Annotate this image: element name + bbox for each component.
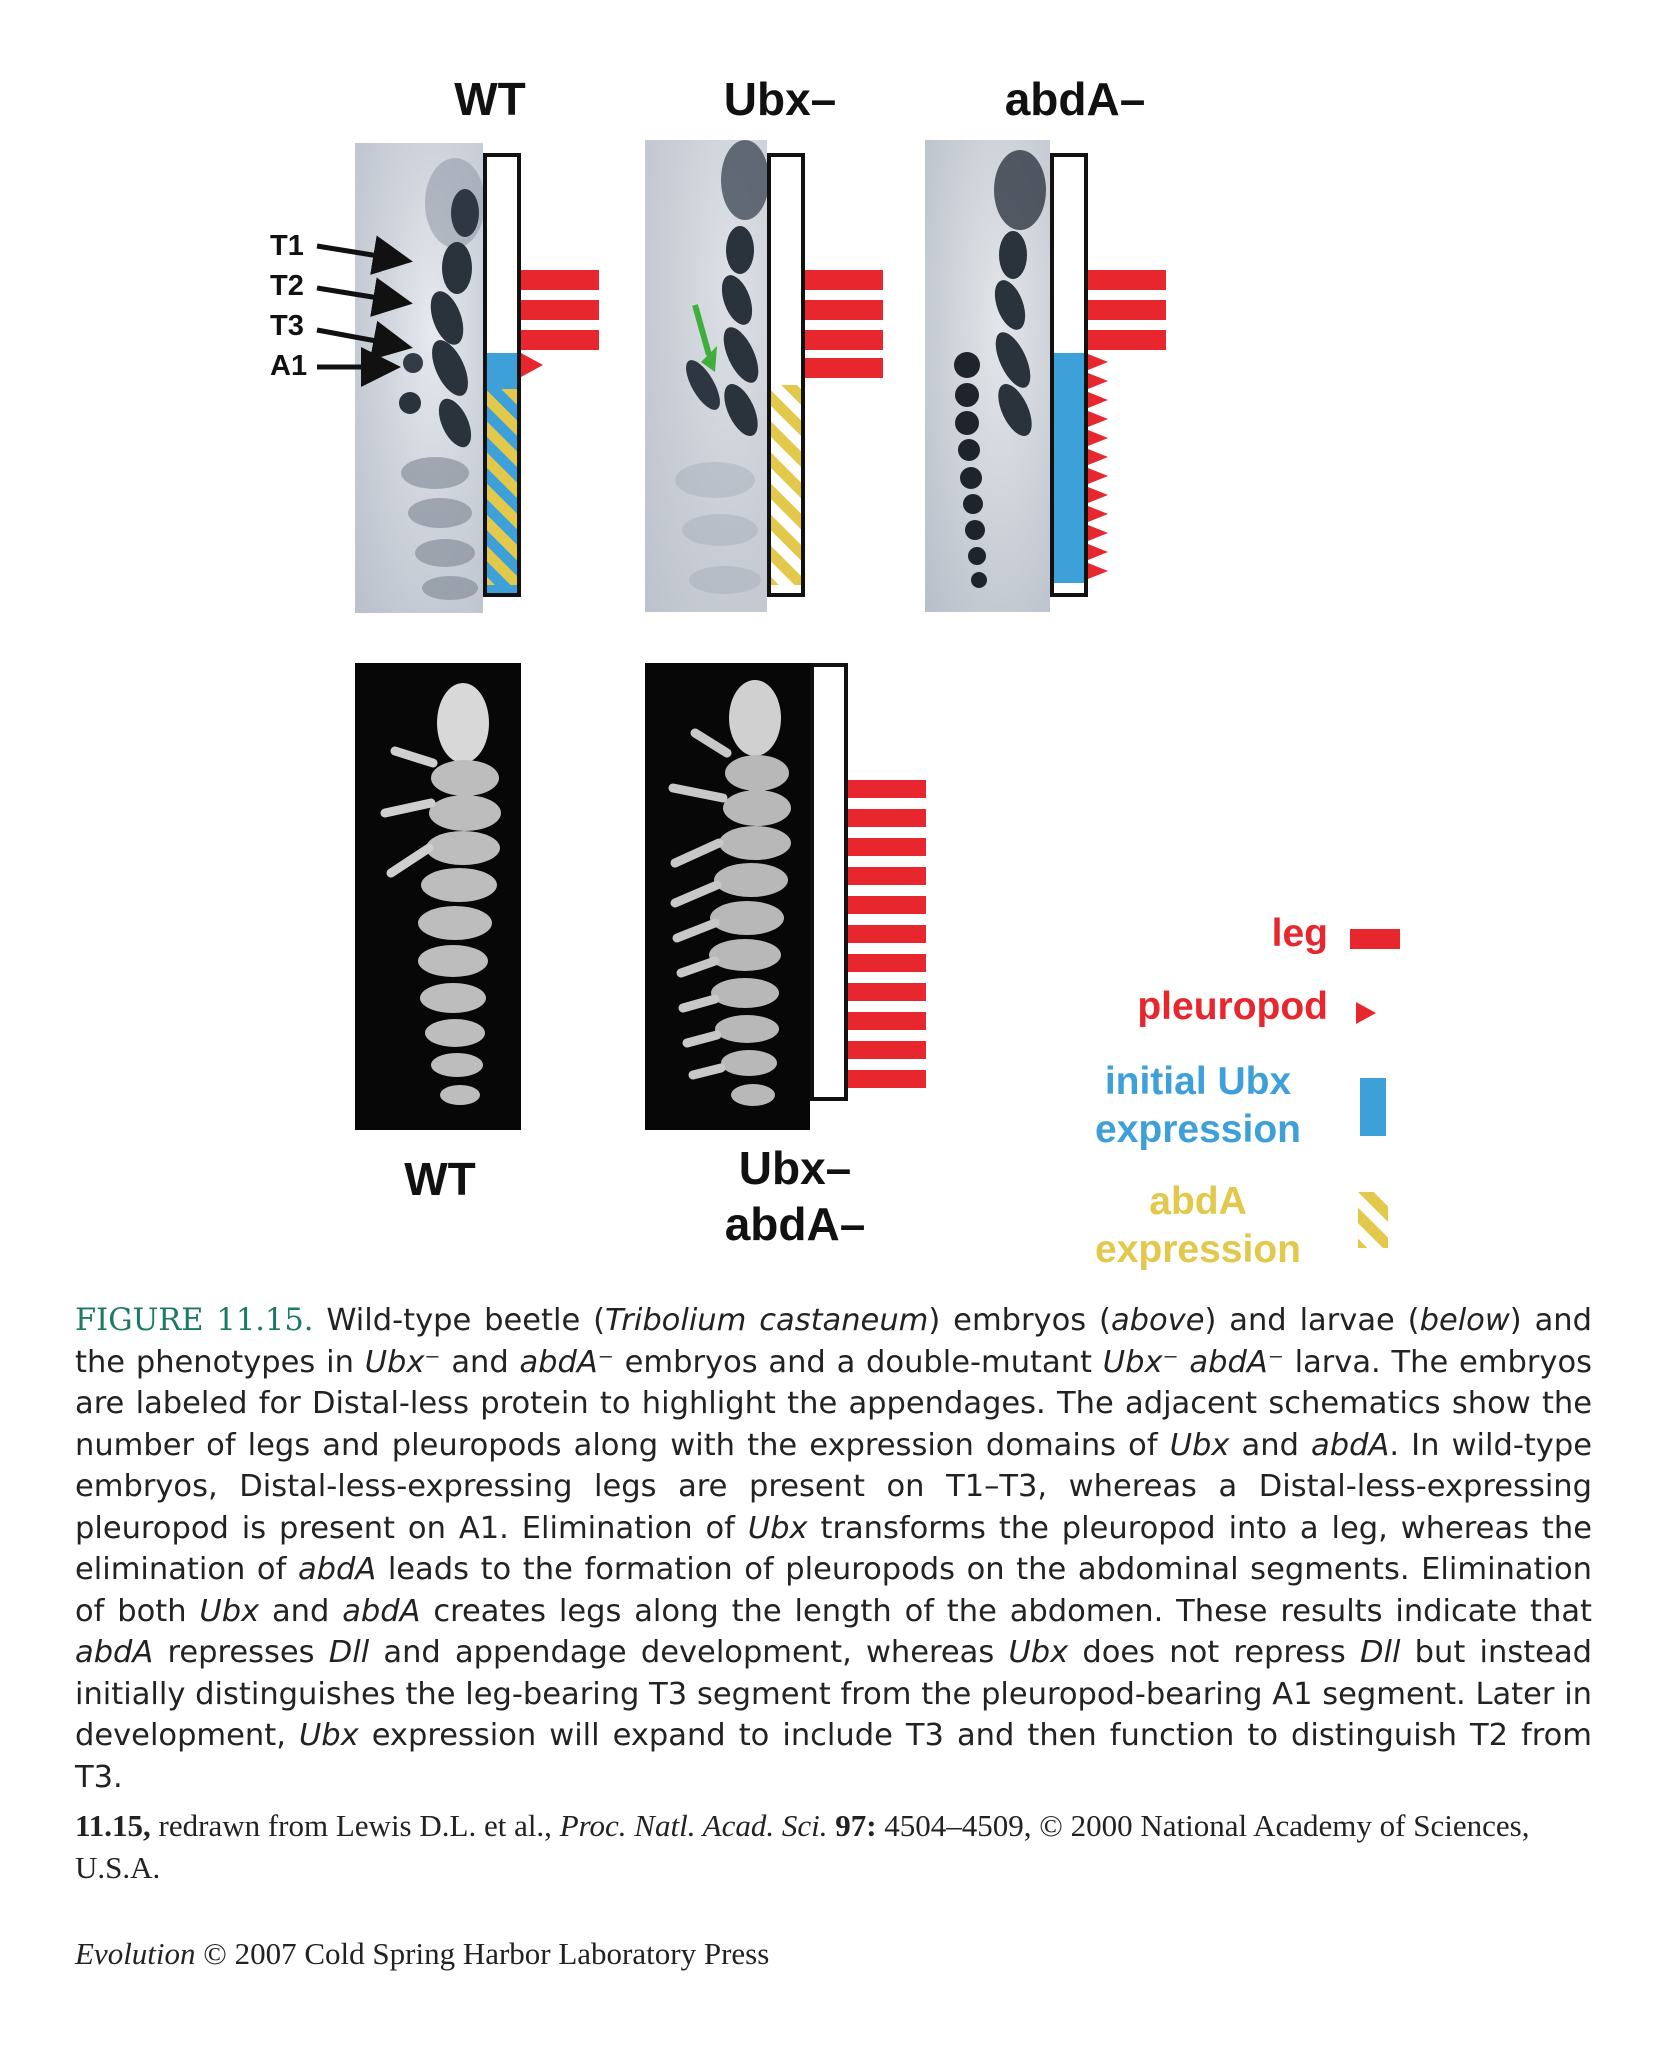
larva-label-line1: Ubx– bbox=[738, 1142, 852, 1194]
panel-label-ubx: Ubx– bbox=[723, 73, 837, 125]
credit-text2: 4504–4509, © 2000 National Academy of Sc… bbox=[75, 1808, 1530, 1885]
caption-run: abdA bbox=[1189, 1344, 1268, 1380]
caption-run: creates legs along the length of the abd… bbox=[420, 1593, 1592, 1629]
caption-run: expression will expand to include T3 and… bbox=[75, 1718, 1593, 1795]
segment-label-t2: T2 bbox=[270, 270, 304, 302]
credit-journal: Proc. Natl. Acad. Sci. bbox=[559, 1808, 828, 1843]
wt-leg-marks bbox=[521, 270, 599, 377]
double-mutant-larva-photo bbox=[645, 663, 810, 1130]
caption-run: above bbox=[1110, 1303, 1205, 1338]
caption-body: Wild-type beetle (Tribolium castaneum) e… bbox=[75, 1303, 1592, 1795]
caption-run: Dll bbox=[1360, 1635, 1401, 1670]
legend-pleuropod-label: pleuropod bbox=[1137, 985, 1328, 1028]
ubx-schematic-bar bbox=[767, 153, 805, 597]
abda-leg-marks bbox=[1088, 270, 1166, 579]
caption-run: embryos and a double-mutant bbox=[613, 1344, 1103, 1380]
legend-abda-label: abdA expression bbox=[1068, 1178, 1328, 1274]
panel-label-abda: abdA– bbox=[1004, 73, 1146, 125]
legend-ubx-label: initial Ubx expression bbox=[1068, 1058, 1328, 1154]
legend-ubx-line2: expression bbox=[1095, 1108, 1301, 1151]
caption-run: Wild-type beetle ( bbox=[313, 1303, 606, 1338]
legend-pleuropod-swatch bbox=[1356, 1002, 1376, 1024]
caption-run: Ubx bbox=[1102, 1344, 1163, 1380]
ubx-leg-marks bbox=[805, 270, 883, 378]
caption-run: does not repress bbox=[1068, 1635, 1361, 1670]
caption-run: Tribolium castaneum bbox=[605, 1303, 929, 1338]
caption-run: abdA bbox=[519, 1344, 598, 1380]
caption-run: and bbox=[440, 1344, 520, 1380]
legend-ubx-swatch bbox=[1360, 1078, 1386, 1136]
legend-abda-line1: abdA bbox=[1149, 1180, 1247, 1223]
larva-label-line2: abdA– bbox=[724, 1198, 866, 1250]
segment-label-t3: T3 bbox=[270, 310, 304, 342]
legend-ubx-line1: initial Ubx bbox=[1104, 1060, 1292, 1103]
caption-run: larva. The embryos are labeled for Dista… bbox=[75, 1344, 1592, 1463]
caption-run: ⁻ bbox=[424, 1344, 441, 1380]
caption-run: Dll bbox=[328, 1635, 370, 1670]
caption-run: Ubx bbox=[298, 1718, 359, 1753]
arrow-t1-icon bbox=[316, 235, 413, 275]
caption-run: Ubx bbox=[1008, 1635, 1069, 1670]
figure-credit: 11.15, redrawn from Lewis D.L. et al., P… bbox=[75, 1805, 1592, 1889]
caption-run: below bbox=[1419, 1303, 1510, 1338]
figure-number: FIGURE 11.15. bbox=[75, 1303, 314, 1338]
wt-larva-photo bbox=[355, 663, 521, 1130]
credit-number: 11.15, bbox=[75, 1808, 151, 1843]
caption-run: Ubx bbox=[1169, 1427, 1230, 1463]
segment-label-a1: A1 bbox=[270, 350, 308, 382]
caption-run: abdA bbox=[1311, 1427, 1390, 1463]
green-arrow-icon bbox=[692, 304, 712, 356]
caption-run: Ubx bbox=[747, 1510, 808, 1546]
segment-label-t1: T1 bbox=[270, 230, 304, 262]
arrow-t2-icon bbox=[316, 277, 413, 317]
legend-abda-line2: expression bbox=[1095, 1228, 1301, 1271]
caption-run: leads to the formation of pleuropods on … bbox=[75, 1552, 1592, 1629]
double-mutant-schematic-bar bbox=[810, 663, 848, 1101]
caption-run: and bbox=[1229, 1427, 1312, 1463]
caption-run: ⁻ bbox=[1267, 1344, 1284, 1380]
larva-label-double-mutant: Ubx– abdA– bbox=[700, 1140, 890, 1252]
wt-pleuropod-mark bbox=[521, 353, 543, 377]
caption-run: but instead initially distinguishes the … bbox=[75, 1635, 1592, 1753]
abda-schematic-bar bbox=[1050, 153, 1088, 597]
caption-run: . In wild-type embryos, Distal-less-expr… bbox=[75, 1427, 1592, 1546]
wt-schematic-bar bbox=[483, 153, 521, 597]
caption-run: ) and larvae ( bbox=[1204, 1303, 1420, 1338]
legend-abda-swatch bbox=[1358, 1192, 1388, 1248]
footer-book-title: Evolution bbox=[75, 1936, 196, 1971]
arrow-t3-icon bbox=[316, 320, 413, 361]
segment-arrows bbox=[316, 235, 413, 387]
larva-label-wt: WT bbox=[404, 1153, 476, 1205]
abda-embryo-photo bbox=[925, 140, 1050, 612]
legend: leg pleuropod initial Ubx expression abd… bbox=[1060, 910, 1400, 1280]
caption-run: ⁻ bbox=[597, 1344, 614, 1380]
figure-caption: FIGURE 11.15. Wild-type beetle (Triboliu… bbox=[75, 1300, 1592, 1798]
double-mutant-leg-marks bbox=[848, 780, 926, 1088]
footer-copyright: © 2007 Cold Spring Harbor Laboratory Pre… bbox=[195, 1936, 770, 1971]
caption-run: ) embryos ( bbox=[928, 1303, 1111, 1338]
caption-run: Ubx bbox=[199, 1593, 260, 1629]
credit-volume: 97: bbox=[827, 1808, 877, 1843]
caption-run: ⁻ bbox=[1162, 1344, 1179, 1380]
caption-run: and appendage development, whereas bbox=[369, 1635, 1009, 1670]
caption-run: represses bbox=[153, 1635, 329, 1670]
abda-pleuropod-marks bbox=[1088, 354, 1108, 579]
panel-label-wt: WT bbox=[454, 73, 526, 125]
caption-run: abdA bbox=[342, 1593, 421, 1629]
legend-leg-label: leg bbox=[1271, 912, 1328, 955]
caption-run: and bbox=[259, 1593, 343, 1629]
caption-run: abdA bbox=[75, 1635, 154, 1670]
caption-run: ) and the phenotypes in bbox=[75, 1303, 1592, 1380]
credit-text1: redrawn from Lewis D.L. et al., bbox=[150, 1808, 560, 1843]
ubx-embryo-photo bbox=[645, 140, 767, 612]
book-footer: Evolution © 2007 Cold Spring Harbor Labo… bbox=[75, 1936, 769, 1972]
caption-run: transforms the pleuropod into a leg, whe… bbox=[75, 1510, 1592, 1588]
caption-run: abdA bbox=[297, 1552, 377, 1587]
wt-embryo-photo bbox=[355, 143, 483, 613]
caption-run: Ubx bbox=[364, 1344, 425, 1380]
legend-leg-swatch bbox=[1350, 929, 1400, 949]
caption-run bbox=[1179, 1345, 1190, 1380]
